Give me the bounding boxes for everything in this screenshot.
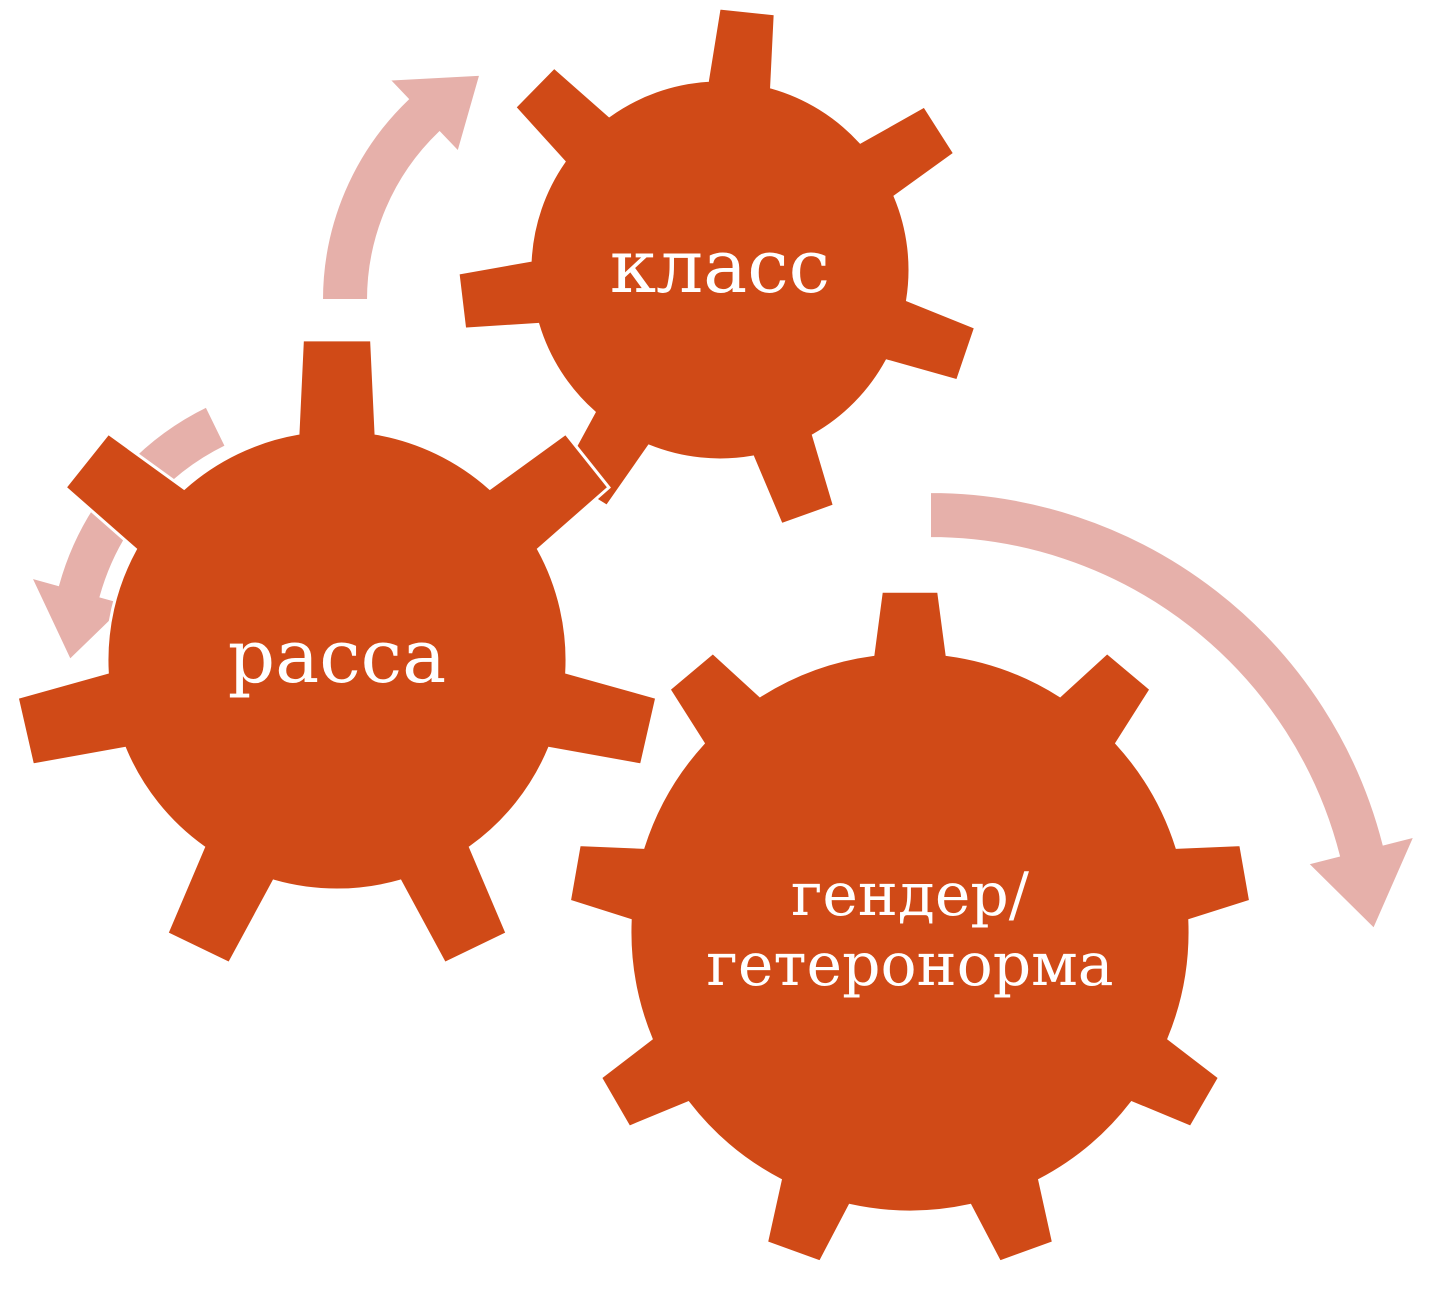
gears-layer: класс расса гендер/гетеронорма xyxy=(15,6,1253,1264)
gear-shape-class xyxy=(456,6,978,527)
gear-label-class: класс xyxy=(610,224,830,310)
gear-label-gender-line-1: гендер/ xyxy=(791,860,1030,930)
gear-shape-race xyxy=(15,338,659,966)
gear-gender: гендер/гетеронорма xyxy=(567,589,1253,1264)
arrow-right-icon xyxy=(929,490,1417,931)
gear-class: класс xyxy=(456,6,978,527)
arrow-top-icon xyxy=(320,73,482,301)
gear-race: расса xyxy=(15,338,659,966)
gear-label-race: расса xyxy=(228,614,447,700)
gear-shape-gender xyxy=(567,589,1253,1264)
gear-label-gender-line-2: гетеронорма xyxy=(706,930,1113,1000)
